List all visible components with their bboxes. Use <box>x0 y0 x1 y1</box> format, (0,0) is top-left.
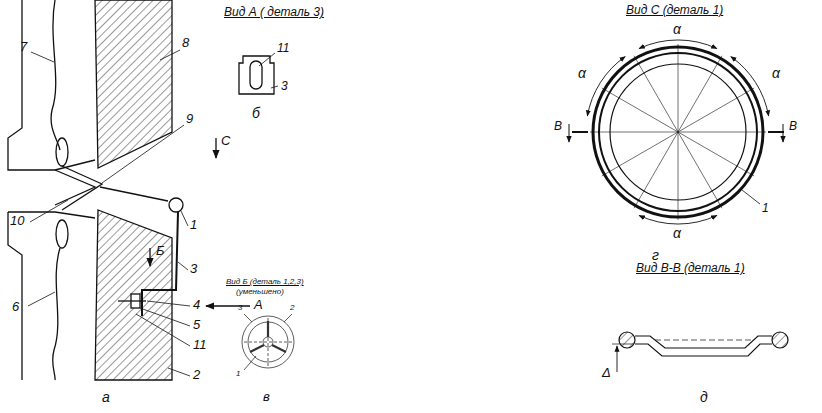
callout-number: 8 <box>182 36 189 50</box>
angle-label: α <box>673 22 681 37</box>
view-arrow-letter: Б <box>156 244 164 258</box>
callout-number: 1 <box>236 370 240 379</box>
section-letter: В <box>789 120 797 133</box>
callout-number: 9 <box>186 112 193 126</box>
view-g-drawing <box>569 40 784 224</box>
view-d-drawing <box>612 332 788 372</box>
view-title: Вид В-В (деталь 1) <box>636 262 745 275</box>
callout-number: 7 <box>20 40 27 54</box>
dimension-label: Δ <box>602 366 611 380</box>
callout-number: 1 <box>762 202 769 215</box>
callout-number: 4 <box>193 298 200 312</box>
callout-number: 3 <box>281 80 288 93</box>
callout-number: 11 <box>193 338 207 352</box>
callout-number: 2 <box>290 304 294 313</box>
figure-letter: в <box>263 390 270 404</box>
view-arrow-letter: А <box>254 298 263 312</box>
figure-letter: а <box>102 390 110 405</box>
view-a-drawing <box>8 0 250 380</box>
view-b-drawing <box>239 53 278 94</box>
section-letter: В <box>554 120 562 133</box>
callout-number: 3 <box>190 262 197 276</box>
view-title: Вид Б (деталь 1,2,3) <box>226 278 304 287</box>
view-title: Вид С (деталь 1) <box>626 4 723 17</box>
callout-number: 11 <box>277 42 289 55</box>
callout-number: 3 <box>238 304 242 313</box>
callout-number: 10 <box>10 214 24 228</box>
angle-label: α <box>673 226 681 241</box>
angle-label: α <box>578 66 586 81</box>
callout-number: 2 <box>193 368 200 382</box>
figure-letter: б <box>252 106 260 121</box>
view-title: (уменьшено) <box>236 288 284 297</box>
angle-label: α <box>772 66 780 81</box>
callout-number: 5 <box>193 318 200 332</box>
figure-letter: д <box>700 390 708 405</box>
callout-number: 1 <box>190 218 197 232</box>
view-title: Вид А ( деталь 3) <box>224 6 324 19</box>
view-arrow-letter: С <box>221 134 230 148</box>
callout-number: 6 <box>12 300 19 314</box>
view-v-drawing <box>242 314 294 370</box>
